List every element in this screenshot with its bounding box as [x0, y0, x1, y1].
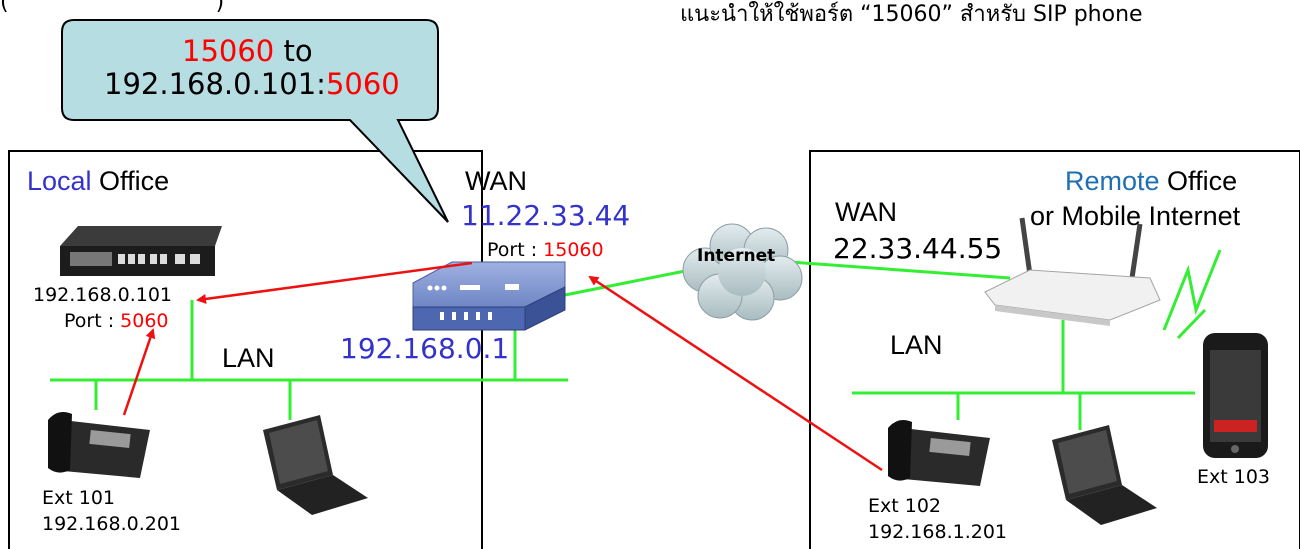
local-router-icon — [412, 261, 566, 331]
internet-cloud — [682, 223, 803, 321]
ext102-label: Ext 102 — [868, 495, 942, 517]
ext102-ip: 192.168.1.201 — [868, 521, 1008, 543]
callout-ip: 192.168.0.101: — [104, 67, 326, 101]
remote-office-box — [809, 150, 1300, 549]
callout-line2: 192.168.0.101:5060 — [104, 67, 400, 101]
header-fragment-left: ( ) — [0, 0, 224, 15]
callout-port-from: 15060 — [182, 34, 275, 68]
remote-wan-ip: 22.33.44.55 — [833, 232, 1003, 265]
pbx-ip: 192.168.0.101 — [33, 284, 173, 306]
local-word: Local — [27, 166, 92, 196]
local-wan-label: WAN — [465, 166, 527, 196]
pbx-port-label: Port : — [64, 310, 121, 332]
mobile-phone-ext103-icon — [1203, 333, 1268, 458]
ip-phone-ext102-icon — [888, 420, 990, 486]
remote-wan-label: WAN — [835, 197, 897, 227]
left-paren: ( — [0, 0, 9, 15]
remote-office-title: Remote Office — [1065, 166, 1237, 197]
office-word: Office — [91, 166, 170, 196]
local-office-box — [8, 150, 483, 549]
local-wan-ip: 11.22.33.44 — [461, 199, 631, 232]
laptop-local-icon — [263, 415, 368, 515]
ext103-label: Ext 103 — [1197, 466, 1271, 488]
thai-note: แนะนำให้ใช้พอร์ต “15060” สำหรับ SIP phon… — [680, 2, 1143, 27]
remote-router-icon — [984, 217, 1161, 326]
pbx-port: Port : 5060 — [64, 310, 169, 333]
pbx-device-icon — [60, 226, 222, 276]
local-lan-label: LAN — [222, 343, 275, 373]
callout-line1: 15060 to — [182, 34, 313, 68]
callout-bubble — [61, 19, 449, 223]
ext101-label: Ext 101 — [42, 487, 116, 509]
remote-office-word: Office — [1159, 166, 1238, 196]
local-office-title: Local Office — [27, 166, 169, 197]
nat-arrows — [122, 261, 883, 472]
ext101-ip: 192.168.0.201 — [42, 513, 182, 535]
internet-label: Internet — [697, 246, 776, 266]
router-lan-ip: 192.168.0.1 — [340, 332, 510, 365]
local-wan-port-label: Port : — [487, 239, 544, 261]
right-paren: ) — [215, 0, 225, 15]
remote-lan — [789, 249, 1222, 430]
callout-to-word: to — [274, 34, 313, 68]
ip-phone-ext101-icon — [48, 412, 150, 478]
remote-word: Remote — [1065, 166, 1160, 196]
local-wan-port-value: 15060 — [543, 239, 604, 261]
remote-office-title-line2: or Mobile Internet — [1030, 201, 1241, 231]
pbx-port-value: 5060 — [120, 310, 169, 332]
local-wan-port: Port : 15060 — [487, 239, 604, 262]
remote-lan-label: LAN — [890, 330, 943, 360]
laptop-remote-icon — [1052, 425, 1157, 525]
callout-port-to: 5060 — [325, 67, 400, 101]
